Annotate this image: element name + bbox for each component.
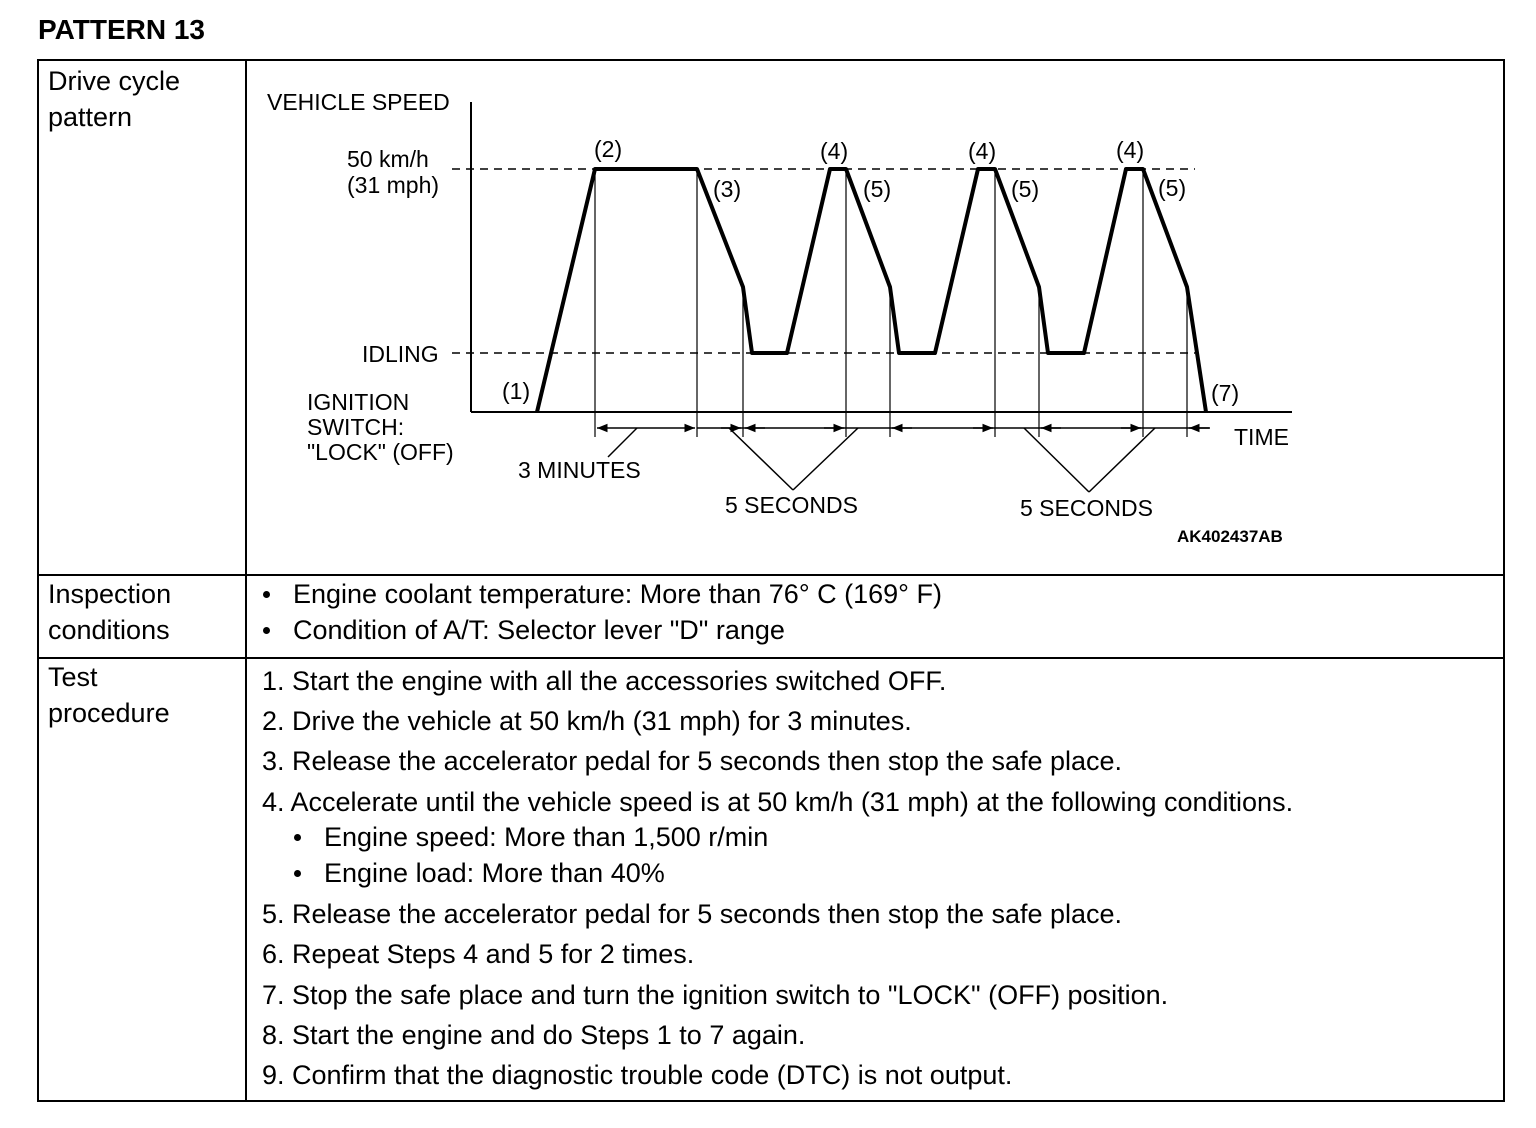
- time-markers: [594, 169, 1188, 437]
- test-step: 7. Stop the safe place and turn the igni…: [262, 980, 1169, 1010]
- row-label-inspection: Inspection conditions: [48, 579, 172, 645]
- bullet-dot: [263, 627, 270, 634]
- point-label: (1): [502, 378, 530, 404]
- test-step: 4. Accelerate until the vehicle speed is…: [262, 787, 1294, 817]
- test-step: 1. Start the engine with all the accesso…: [262, 666, 947, 696]
- point-label: (4): [820, 138, 848, 164]
- point-label: (7): [1211, 380, 1239, 406]
- test-step: 2. Drive the vehicle at 50 km/h (31 mph)…: [262, 706, 912, 736]
- duration-label: 5 SECONDS: [1020, 495, 1153, 521]
- row-divider: [39, 657, 1503, 659]
- column-divider: [245, 61, 247, 1100]
- ignition-label: IGNITION: [307, 389, 409, 415]
- bullet-dot: [294, 834, 301, 841]
- test-step: 5. Release the accelerator pedal for 5 s…: [262, 899, 1123, 929]
- bullet-dot: [263, 591, 270, 598]
- point-label: (5): [863, 176, 891, 202]
- test-step: 3. Release the accelerator pedal for 5 s…: [262, 746, 1123, 776]
- ignition-label: "LOCK" (OFF): [307, 439, 454, 465]
- duration-label: 3 MINUTES: [518, 457, 641, 483]
- x-axis-label: TIME: [1234, 424, 1289, 450]
- speed-label: (31 mph): [347, 172, 439, 198]
- point-label: (5): [1011, 176, 1039, 202]
- duration-arrows: [597, 423, 1210, 493]
- point-label: (4): [1116, 137, 1144, 163]
- row-label-drive-cycle: Drive cycle pattern: [48, 66, 181, 132]
- duration-label: 5 SECONDS: [725, 492, 858, 518]
- test-step: 8. Start the engine and do Steps 1 to 7 …: [262, 1020, 806, 1050]
- test-step: 9. Confirm that the diagnostic trouble c…: [262, 1060, 1013, 1090]
- figure-code: AK402437AB: [1177, 527, 1283, 546]
- point-label: (2): [594, 136, 622, 162]
- ignition-label: SWITCH:: [307, 414, 404, 440]
- page-title: PATTERN 13: [38, 14, 205, 45]
- point-label: (5): [1158, 175, 1186, 201]
- test-step: 6. Repeat Steps 4 and 5 for 2 times.: [262, 939, 695, 969]
- point-label: (3): [713, 176, 741, 202]
- speed-profile-line: [535, 167, 1208, 413]
- y-axis-label: VEHICLE SPEED: [267, 89, 450, 115]
- bullet-dot: [294, 870, 301, 877]
- row-label-test: Test procedure: [48, 662, 170, 728]
- procedure-table: Drive cycle pattern Inspection condition…: [37, 59, 1505, 1102]
- point-label: (4): [968, 138, 996, 164]
- row-divider: [39, 574, 1503, 576]
- speed-label: 50 km/h: [347, 146, 429, 172]
- idling-label: IDLING: [362, 341, 439, 367]
